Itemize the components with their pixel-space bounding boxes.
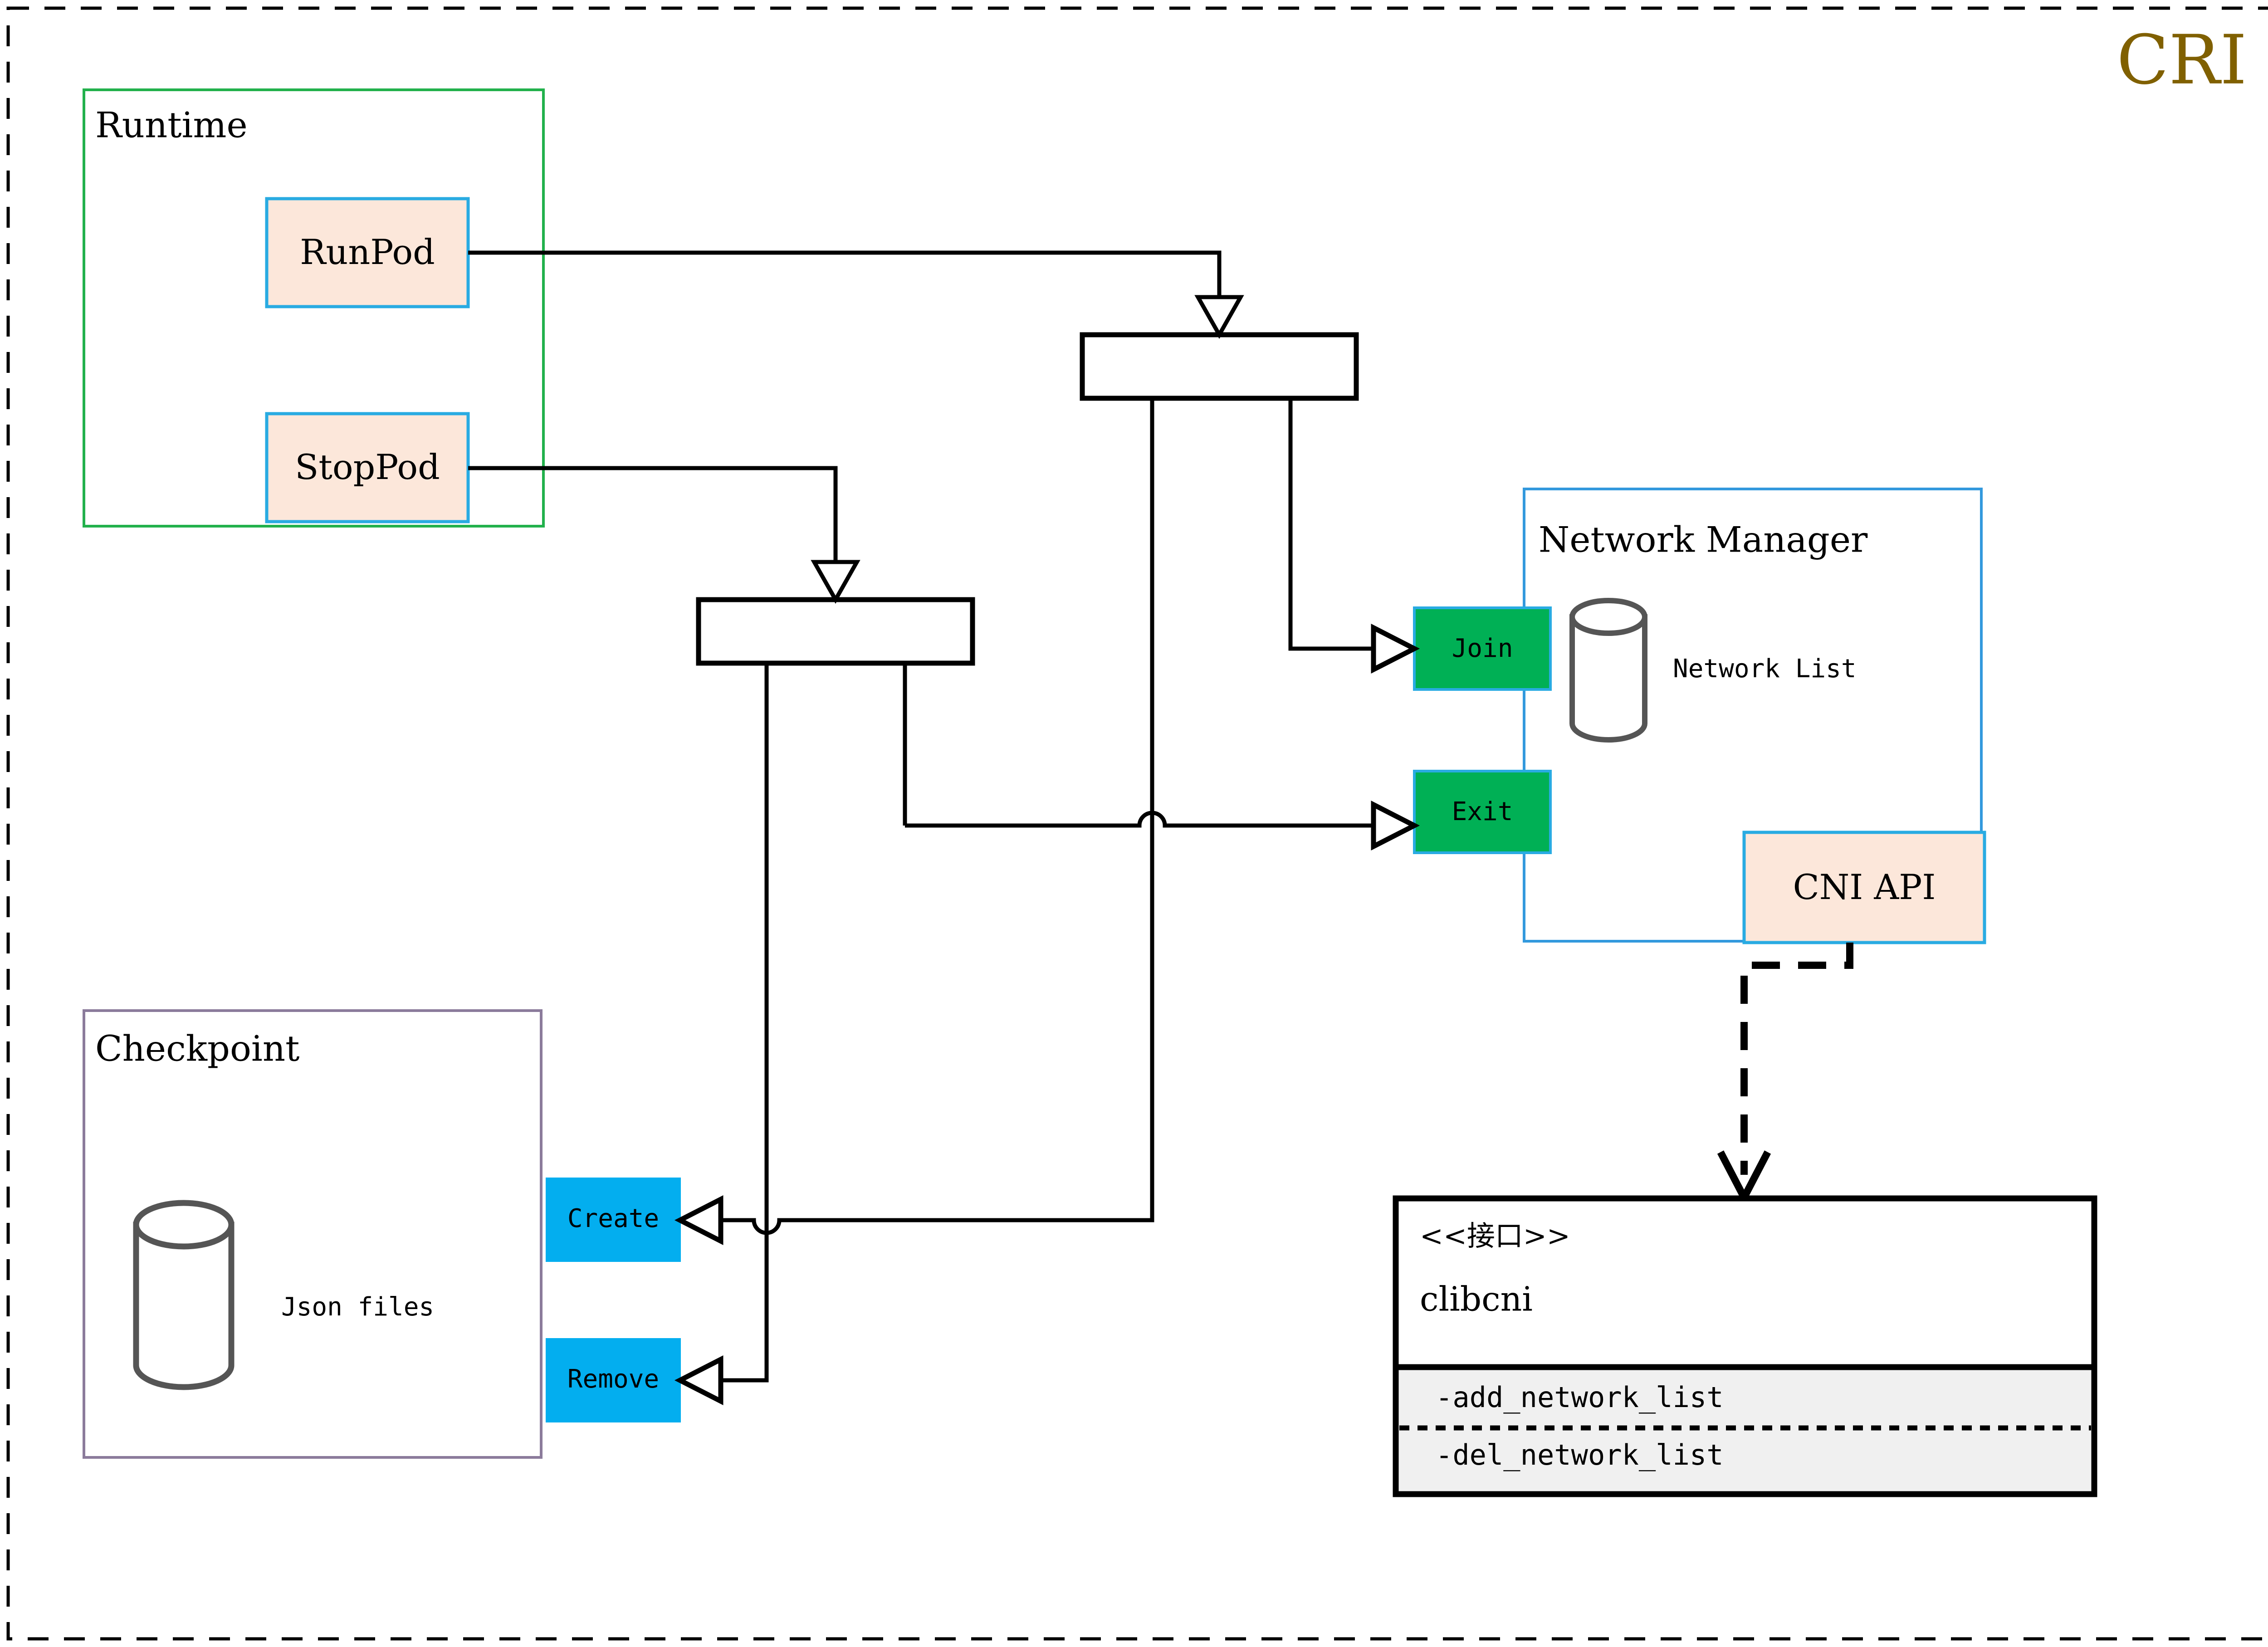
arrowhead-into-create (674, 1195, 723, 1245)
edge-stoppod-to-bottombar (468, 466, 838, 565)
interface-header-compartment (1393, 1195, 2097, 1370)
group-runtime (83, 88, 545, 528)
node-create[interactable] (546, 1178, 681, 1262)
arrowhead-into-remove (674, 1355, 723, 1405)
node-stoppod[interactable] (265, 412, 470, 523)
node-cni-api-label: CNI API (1793, 867, 1936, 907)
edge-to-create (694, 826, 1154, 1235)
node-exit[interactable] (1413, 770, 1552, 854)
edge-topbar-right-leg-to-join (1288, 398, 1374, 651)
group-checkpoint (83, 1009, 543, 1459)
arrowhead-into-exit (1371, 801, 1420, 850)
network-list-label: Network List (1673, 654, 1857, 684)
node-cni-api[interactable] (1742, 831, 1986, 944)
group-checkpoint-label: Checkpoint (95, 1029, 299, 1070)
group-runtime-label: Runtime (95, 105, 248, 146)
node-join[interactable] (1413, 606, 1552, 691)
arrowhead-into-bottombar (811, 560, 860, 604)
edge-bottombar-left-leg-to-remove (694, 663, 769, 1383)
json-files-label: Json files (281, 1292, 434, 1322)
edge-to-exit (905, 811, 1374, 828)
node-remove[interactable] (546, 1338, 681, 1422)
node-stoppod-label: StopPod (295, 447, 440, 487)
interface-method-del: -del_network_list (1436, 1438, 1724, 1471)
interface-methods-compartment (1393, 1364, 2097, 1497)
database-icon-network-list (1569, 598, 1647, 743)
interface-stereotype: <<接口>> (1420, 1219, 1570, 1252)
fork-bar-bottom (696, 597, 975, 666)
node-remove-label: Remove (567, 1364, 659, 1394)
node-join-label: Join (1452, 634, 1513, 663)
page-title: CRI (2117, 21, 2247, 100)
edge-runpod-to-topbar (468, 250, 1222, 300)
node-create-label: Create (567, 1204, 659, 1233)
node-runpod-label: RunPod (300, 232, 435, 272)
interface-method-add: -add_network_list (1436, 1381, 1724, 1414)
database-icon-json-files (133, 1200, 235, 1390)
interface-name: clibcni (1420, 1280, 1533, 1319)
interface-box-clibcni: <<接口>> clibcni -add_network_list -del_ne… (1393, 1195, 2097, 1497)
arrowhead-into-join (1371, 624, 1420, 674)
node-exit-label: Exit (1452, 797, 1513, 826)
arrowhead-into-topbar (1194, 295, 1244, 339)
edge-cniapi-to-clibcni (1740, 943, 1853, 1175)
group-network-manager-label: Network Manager (1539, 520, 1868, 561)
page-border (6, 6, 2268, 1641)
fork-bar-top (1080, 332, 1359, 401)
